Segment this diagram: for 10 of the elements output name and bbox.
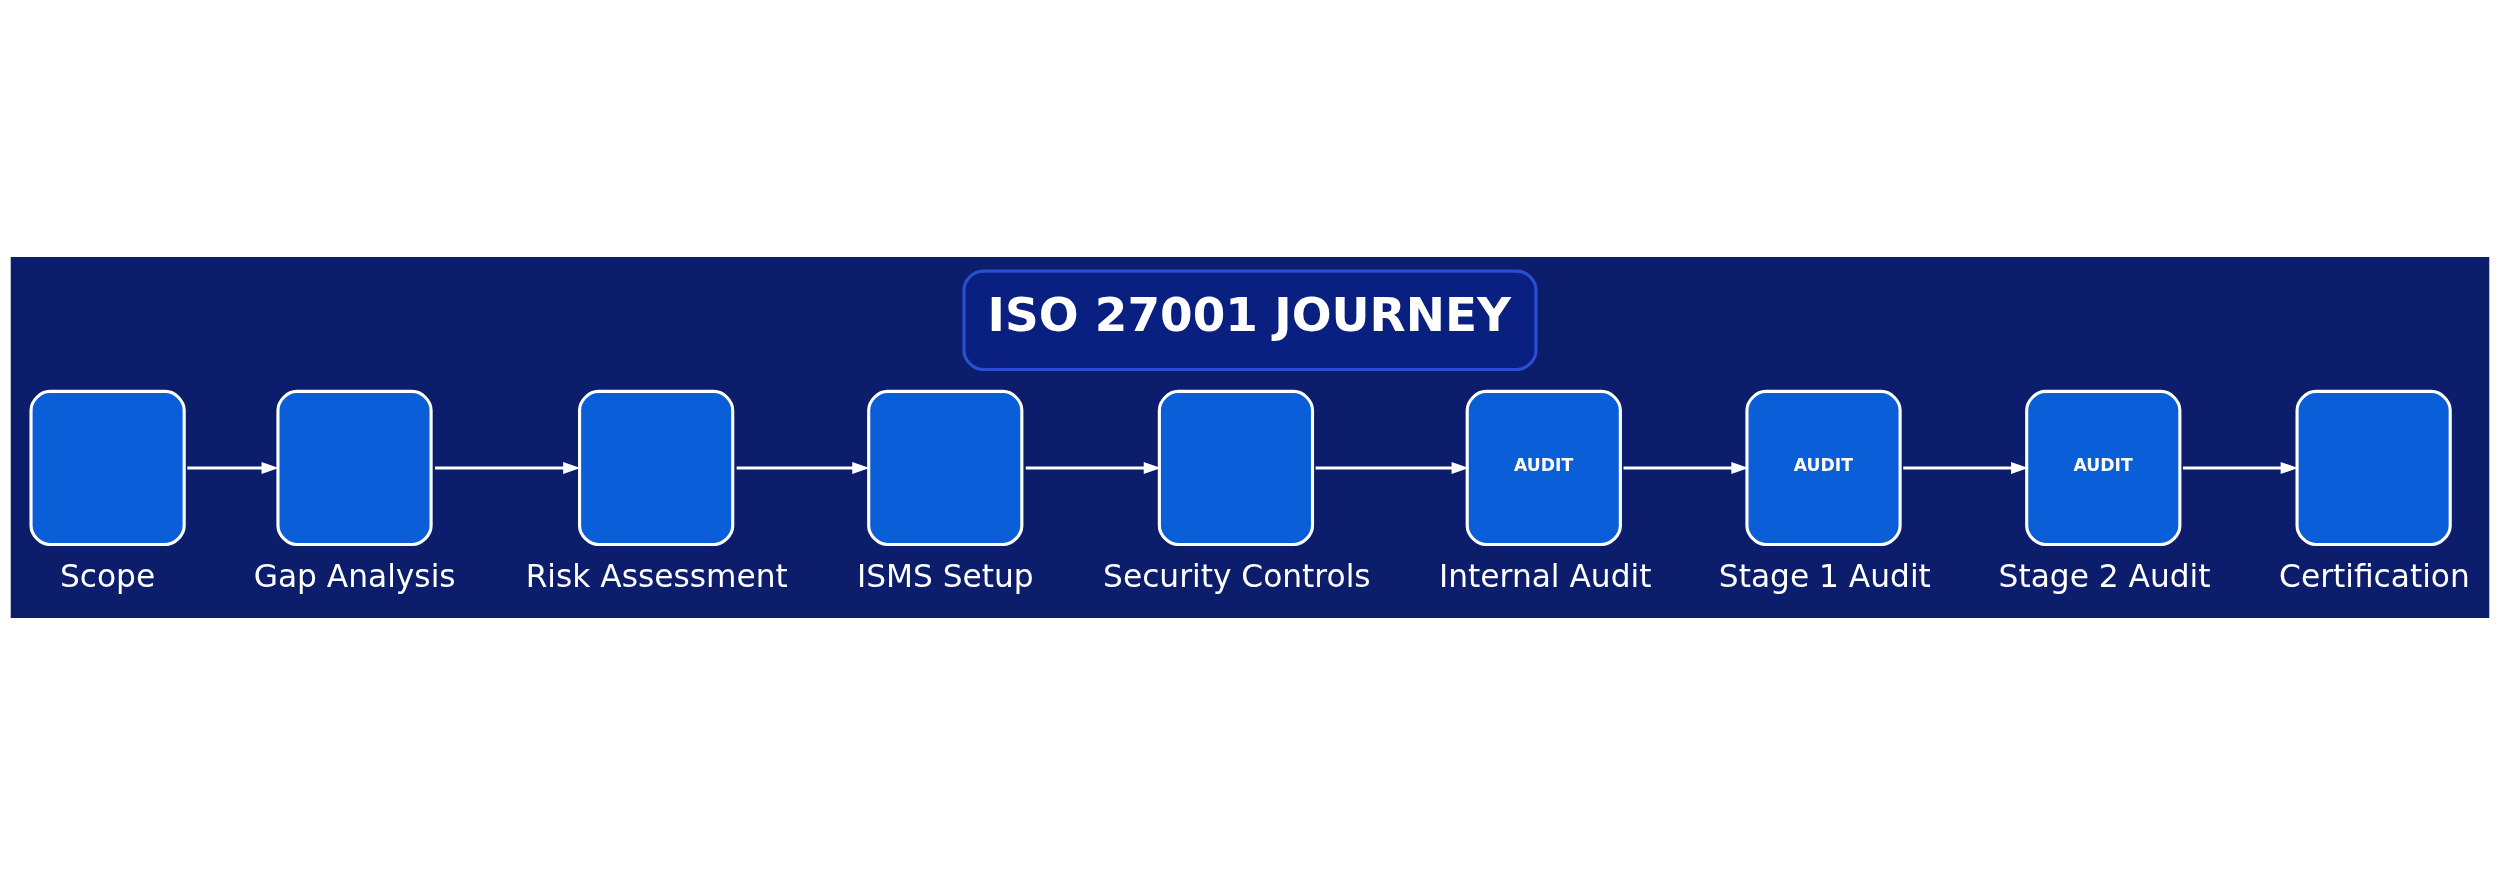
node-label: Gap Analysis	[253, 557, 456, 594]
node-label: ISMS Setup	[856, 557, 1034, 594]
node-label: Security Controls	[1103, 557, 1371, 594]
node-label: Internal Audit	[1439, 557, 1652, 594]
node-label: Stage 2 Audit	[1998, 557, 2211, 594]
node-label: Certification	[2279, 557, 2470, 594]
node-label: Risk Assessment	[525, 557, 788, 594]
diagram-title: ISO 27001 JOURNEY	[987, 287, 1511, 343]
node-label: Scope	[59, 557, 156, 594]
node-label: Stage 1 Audit	[1718, 557, 1931, 594]
